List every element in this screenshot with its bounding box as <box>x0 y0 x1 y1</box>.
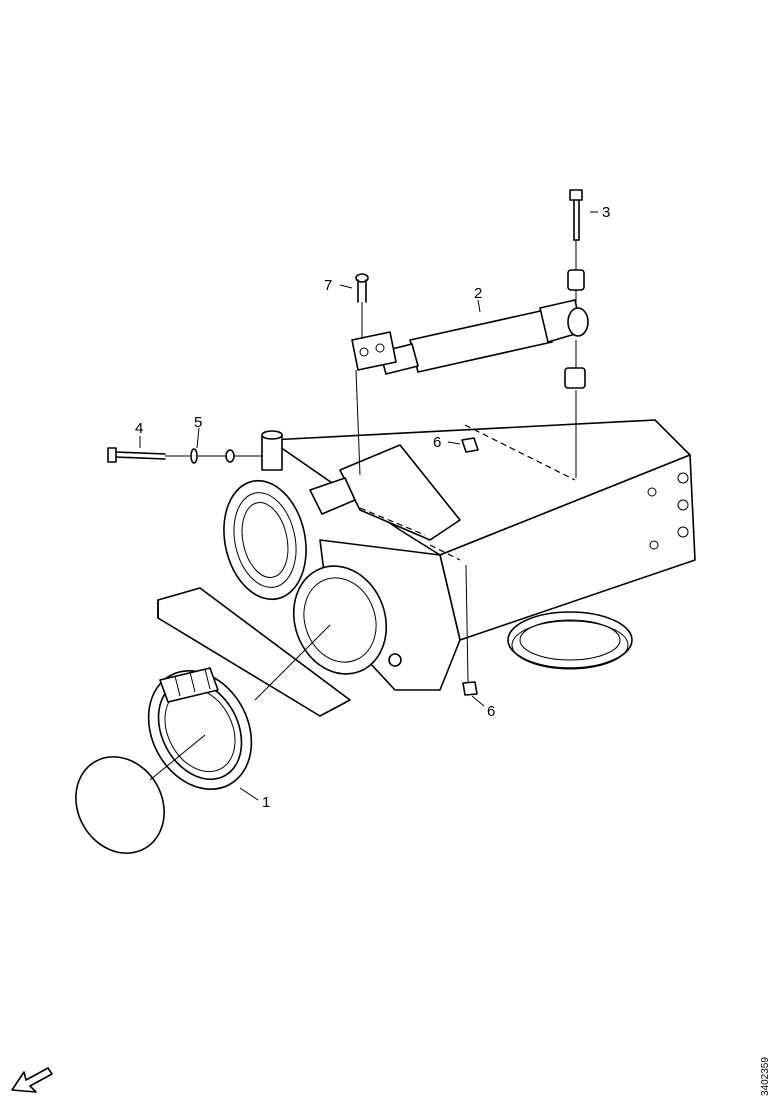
arrow-direction-icon <box>11 1067 53 1093</box>
callout-5: 5 <box>194 414 202 431</box>
small-washer <box>225 449 235 463</box>
nut-part-6-top <box>461 437 479 453</box>
bolt-part-3 <box>569 189 583 241</box>
callout-2: 2 <box>474 285 482 302</box>
callout-leaders <box>139 211 598 801</box>
clamp-ring-part-1 <box>147 667 253 790</box>
bolt-part-4 <box>107 447 166 463</box>
callout-1: 1 <box>262 794 270 811</box>
pin-part-7 <box>355 273 369 303</box>
callout-3: 3 <box>602 204 610 221</box>
washer-part-5 <box>190 448 198 464</box>
hydraulic-cylinder <box>351 299 589 375</box>
reference-code: 3402359 <box>760 1057 771 1096</box>
assembly-lines <box>149 240 577 781</box>
callout-6-top: 6 <box>433 434 441 451</box>
callout-4: 4 <box>135 420 143 437</box>
callout-6-bottom: 6 <box>487 703 495 720</box>
callout-7: 7 <box>324 277 332 294</box>
housing <box>157 419 696 717</box>
bushing-upper <box>567 269 585 291</box>
bushing-lower <box>564 367 586 389</box>
o-ring <box>75 756 165 854</box>
nut-part-6-bottom <box>462 681 478 696</box>
